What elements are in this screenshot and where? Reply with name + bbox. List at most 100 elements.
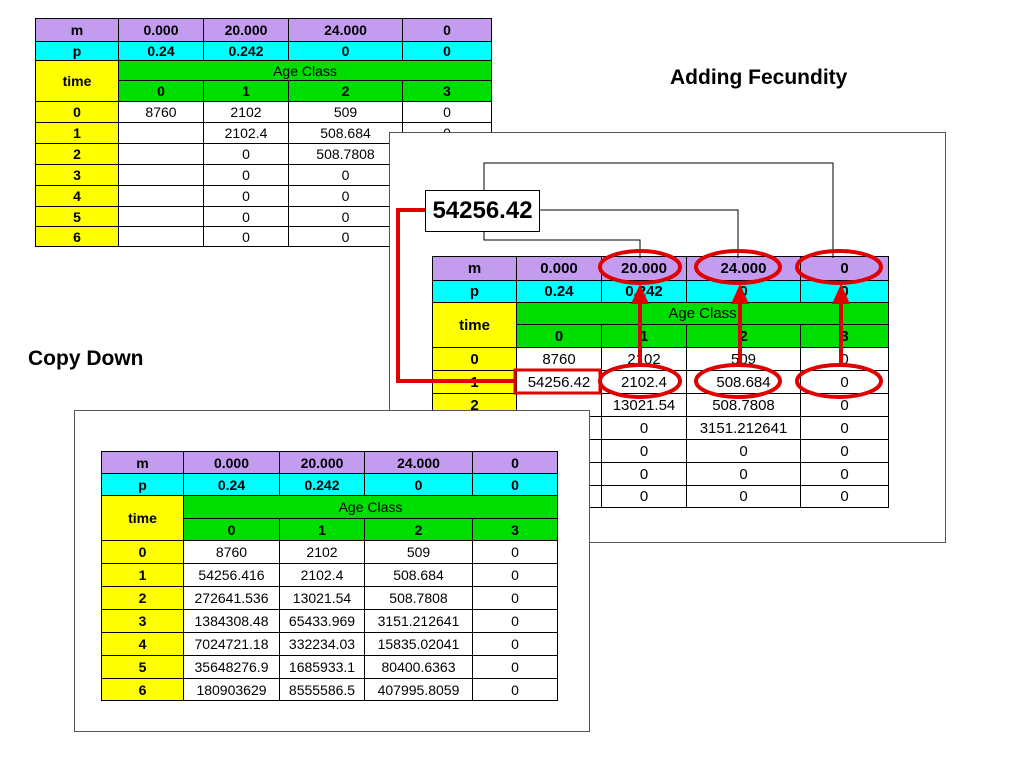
callout-value: 54256.42 (432, 197, 533, 224)
m-value: 24.000 (686, 256, 801, 281)
time-header: time (35, 60, 119, 102)
p-value: 0.24 (118, 41, 204, 61)
p-value: 0.24 (183, 473, 280, 496)
abundance-cell: 7024721.18 (183, 632, 280, 656)
time-cell: 0 (101, 540, 184, 564)
abundance-cell: 0 (601, 485, 687, 508)
age-class-number: 2 (364, 518, 473, 541)
time-header: time (101, 495, 184, 541)
age-class-header: Age Class (183, 495, 558, 519)
abundance-cell: 2102.4 (601, 370, 687, 394)
abundance-cell: 2102 (601, 347, 687, 371)
abundance-cell: 0 (800, 370, 889, 394)
p-value: 0 (364, 473, 473, 496)
abundance-cell: 2102 (279, 540, 365, 564)
abundance-cell: 3151.212641 (686, 416, 801, 440)
age-class-number: 0 (183, 518, 280, 541)
abundance-cell: 0 (402, 101, 492, 123)
m-value: 20.000 (279, 451, 365, 474)
abundance-cell (118, 122, 204, 144)
time-cell: 1 (35, 122, 119, 144)
abundance-cell: 0 (203, 226, 289, 247)
abundance-cell: 509 (364, 540, 473, 564)
abundance-cell: 0 (800, 393, 889, 417)
p-value: 0 (686, 280, 801, 303)
m-value: 24.000 (288, 18, 403, 42)
m-value: 0.000 (516, 256, 602, 281)
abundance-cell: 0 (686, 485, 801, 508)
m-value: 20.000 (601, 256, 687, 281)
abundance-cell: 332234.03 (279, 632, 365, 656)
abundance-cell (118, 226, 204, 247)
abundance-cell: 3151.212641 (364, 609, 473, 633)
p-value: 0.242 (601, 280, 687, 303)
heading-adding-fecundity: Adding Fecundity (670, 66, 848, 89)
abundance-cell: 8760 (118, 101, 204, 123)
abundance-cell: 15835.02041 (364, 632, 473, 656)
time-cell: 4 (101, 632, 184, 656)
p-value: 0 (800, 280, 889, 303)
abundance-cell: 508.7808 (686, 393, 801, 417)
abundance-cell (118, 143, 204, 165)
abundance-cell: 0 (800, 347, 889, 371)
abundance-cell (118, 185, 204, 207)
abundance-cell: 407995.8059 (364, 678, 473, 701)
age-class-number: 1 (203, 80, 289, 102)
abundance-cell (118, 164, 204, 186)
time-cell: 1 (101, 563, 184, 587)
heading-copy-down: Copy Down (28, 347, 144, 370)
abundance-cell: 0 (800, 462, 889, 486)
abundance-cell: 0 (601, 462, 687, 486)
p-value: 0 (288, 41, 403, 61)
abundance-cell: 509 (288, 101, 403, 123)
m-label: m (35, 18, 119, 42)
m-value: 0 (402, 18, 492, 42)
m-value: 0.000 (118, 18, 204, 42)
time-cell: 3 (101, 609, 184, 633)
abundance-cell: 0 (472, 586, 558, 610)
age-class-number: 2 (288, 80, 403, 102)
abundance-cell: 80400.6363 (364, 655, 473, 679)
abundance-cell: 2102 (203, 101, 289, 123)
abundance-cell: 65433.969 (279, 609, 365, 633)
age-class-number: 3 (472, 518, 558, 541)
p-value: 0.242 (203, 41, 289, 61)
p-value: 0.242 (279, 473, 365, 496)
age-class-number: 2 (686, 324, 801, 348)
abundance-cell: 0 (601, 439, 687, 463)
abundance-cell: 0 (472, 632, 558, 656)
time-cell: 2 (101, 586, 184, 610)
age-class-number: 1 (601, 324, 687, 348)
m-value: 24.000 (364, 451, 473, 474)
time-cell: 0 (35, 101, 119, 123)
abundance-cell: 54256.42 (516, 370, 602, 394)
abundance-cell: 0 (288, 206, 403, 227)
abundance-cell: 0 (472, 563, 558, 587)
abundance-cell: 0 (203, 143, 289, 165)
abundance-cell: 0 (686, 462, 801, 486)
abundance-cell: 0 (203, 185, 289, 207)
age-class-header: Age Class (516, 302, 889, 325)
m-value: 0 (472, 451, 558, 474)
abundance-cell: 0 (800, 416, 889, 440)
abundance-cell: 8760 (183, 540, 280, 564)
abundance-cell: 0 (203, 164, 289, 186)
p-value: 0 (472, 473, 558, 496)
m-value: 20.000 (203, 18, 289, 42)
abundance-cell: 180903629 (183, 678, 280, 701)
m-value: 0.000 (183, 451, 280, 474)
abundance-cell: 13021.54 (279, 586, 365, 610)
abundance-cell: 0 (203, 206, 289, 227)
abundance-cell: 0 (800, 439, 889, 463)
abundance-cell: 0 (472, 678, 558, 701)
abundance-cell: 35648276.9 (183, 655, 280, 679)
abundance-cell: 508.7808 (364, 586, 473, 610)
abundance-cell: 508.7808 (288, 143, 403, 165)
abundance-cell: 8555586.5 (279, 678, 365, 701)
m-value: 0 (800, 256, 889, 281)
